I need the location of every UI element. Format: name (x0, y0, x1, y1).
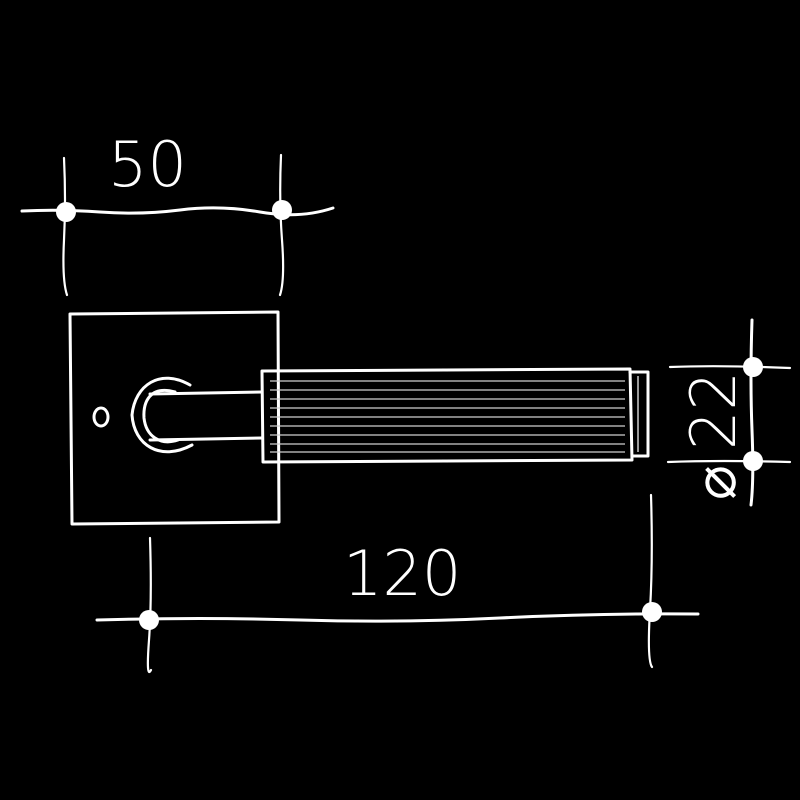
rose-width-dimension: 50 (20, 128, 335, 297)
handle-length-extension-left (146, 536, 153, 673)
rose-width-tick-left (56, 202, 76, 222)
neck-top-edge (148, 390, 264, 396)
grip-diameter-extension-bottom (666, 459, 792, 464)
rose-width-label: 50 (108, 128, 187, 201)
neck-bottom-edge (148, 436, 264, 442)
neck-collar-arc (130, 376, 194, 454)
rose-width-extension-left (62, 156, 69, 297)
rose-plate (68, 310, 281, 526)
grip-diameter-label: 22 (677, 371, 750, 450)
grip-diameter-tick-top (743, 357, 763, 377)
grip-diameter-dimension: ⌀ 22 (666, 318, 792, 507)
grip-grooves (270, 380, 625, 453)
grip-diameter-extension-top (668, 365, 792, 370)
handle-neck (130, 376, 264, 454)
rose-plate-outline (68, 310, 281, 526)
handle-length-extension-right (647, 493, 654, 669)
handle-length-dimension-line (95, 612, 700, 623)
grip-diameter-symbol: ⌀ (681, 465, 749, 500)
handle-length-tick-right (642, 602, 662, 622)
grip-outline (260, 367, 634, 464)
handle-length-label: 120 (343, 537, 461, 610)
handle-length-dimension: 120 (95, 493, 700, 673)
handle-length-tick-left (139, 610, 159, 630)
grip-end-cap (628, 370, 650, 458)
rose-width-extension-right (278, 153, 285, 297)
grip-diameter-dimension-line (749, 318, 755, 507)
handle-grip (260, 367, 650, 464)
rose-width-tick-right (272, 200, 292, 220)
rose-screw-hole (92, 406, 110, 428)
neck-collar-inner (142, 388, 180, 444)
grip-diameter-tick-bottom (743, 451, 763, 471)
